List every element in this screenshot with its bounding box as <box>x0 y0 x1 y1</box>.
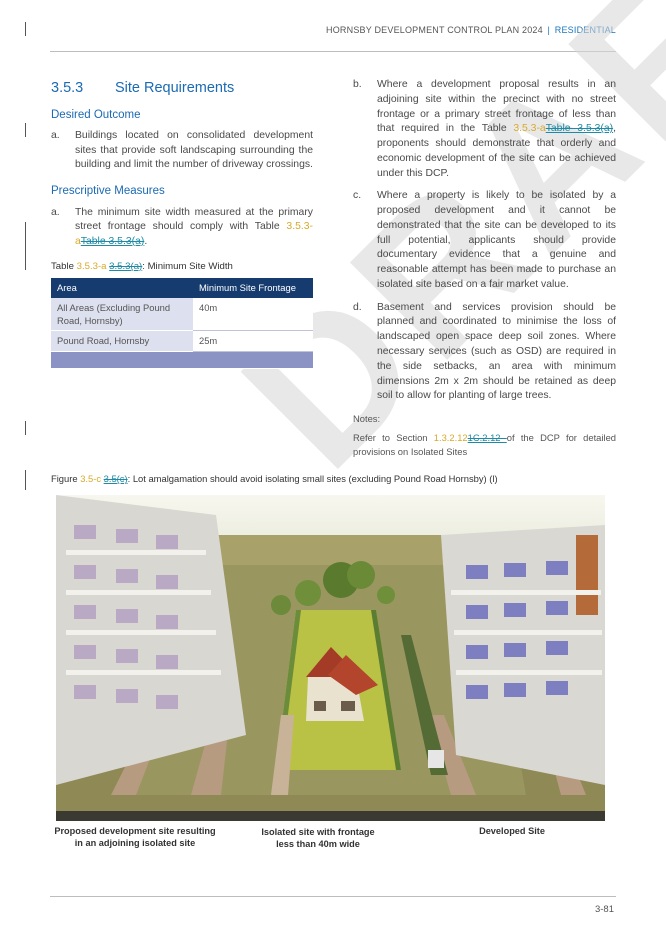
table-caption-prefix: Table <box>51 260 77 272</box>
change-bar <box>25 222 26 270</box>
column-header-area: Area <box>51 278 193 298</box>
item-label: a. <box>51 206 60 218</box>
prescriptive-measures-heading: Prescriptive Measures <box>51 185 165 198</box>
change-bar <box>25 470 26 490</box>
item-label: b. <box>353 79 362 90</box>
desired-outcome-item: a. Buildings located on consolidated dev… <box>51 129 313 173</box>
right-column: b. Where a development proposal results … <box>353 78 616 458</box>
table-header-row: Area Minimum Site Frontage <box>51 278 313 298</box>
notes-heading: Notes: <box>353 413 381 425</box>
table-row: All Areas (Excluding Pound Road, Hornsby… <box>51 297 313 332</box>
inserted-reference: 3.5.3-a <box>513 123 546 135</box>
table-cell-frontage: 25m <box>193 330 313 352</box>
header-section: RESIDENTIAL <box>554 25 616 35</box>
deleted-reference: Table 3.5.3(a) <box>80 236 145 248</box>
section-number: 3.5.3 <box>51 80 84 96</box>
item-text: Where a property is likely to be isolate… <box>377 190 616 290</box>
change-bar <box>25 421 26 435</box>
header-separator: | <box>547 25 551 35</box>
item-text-end: , proponents should demonstrate that ord… <box>377 123 616 179</box>
figure-caption-prefix: Figure <box>51 473 81 484</box>
deleted-reference: Table 3.5.3(a) <box>545 123 614 135</box>
notes: Notes: Refer to Section 1.3.2.121C.2.12 … <box>353 412 616 458</box>
notes-inserted-ref: 1.3.2.12 <box>433 432 468 444</box>
table-caption-inserted: 3.5.3-a <box>76 260 107 272</box>
figure-label-right: Developed Site <box>479 826 545 836</box>
item-text: The minimum site width measured at the p… <box>75 206 313 250</box>
page-header: HORNSBY DEVELOPMENT CONTROL PLAN 2024 | … <box>326 24 616 37</box>
lot-amalgamation-illustration <box>56 495 605 821</box>
table-cell-area: Pound Road, Hornsby <box>51 330 193 352</box>
notes-deleted-ref: 1C.2.12 <box>467 432 507 444</box>
item-label: d. <box>353 301 362 313</box>
table-footer-cell <box>51 351 313 369</box>
item-text: Where a development proposal results in … <box>377 78 616 181</box>
table-row: Pound Road, Hornsby 25m <box>51 330 313 352</box>
item-label: a. <box>51 129 60 141</box>
table-footer-row <box>51 351 313 369</box>
change-bar <box>25 123 26 137</box>
figure-caption: Figure 3.5-c 3.5(c): Lot amalgamation sh… <box>51 472 498 485</box>
item-text-body: The minimum site width measured at the p… <box>75 206 313 233</box>
figure-caption-deleted: 3.5(c) <box>103 473 128 484</box>
left-column: 3.5.3 Site Requirements Desired Outcome … <box>51 78 313 369</box>
item-text-body: Where a development proposal results in … <box>377 79 616 135</box>
table-caption-deleted: 3.5.3(a) <box>109 260 143 272</box>
section-title: Site Requirements <box>115 80 235 96</box>
table-cell-frontage: 40m <box>193 297 313 332</box>
table-caption-suffix: : Minimum Site Width <box>142 260 233 272</box>
minimum-site-width-table: Area Minimum Site Frontage All Areas (Ex… <box>51 278 313 369</box>
change-bar <box>25 22 26 36</box>
notes-prefix: Refer to Section <box>353 432 434 444</box>
item-text: Buildings located on consolidated develo… <box>75 129 313 171</box>
table-cell-area: All Areas (Excluding Pound Road, Hornsby… <box>51 297 193 332</box>
figure-caption-inserted: 3.5-c <box>80 473 102 484</box>
prescriptive-item: a. The minimum site width measured at th… <box>51 206 313 250</box>
column-header-frontage: Minimum Site Frontage <box>193 278 313 298</box>
notes-suffix: of the DCP for detailed provisions on Is… <box>353 432 616 457</box>
page-number: 3-81 <box>594 904 614 915</box>
footer-divider <box>50 896 616 897</box>
notes-text: Refer to Section 1.3.2.121C.2.12 of the … <box>353 431 616 458</box>
item-text: Basement and services provision should b… <box>377 301 616 402</box>
desired-outcome-heading: Desired Outcome <box>51 108 141 121</box>
item-label: c. <box>353 190 362 202</box>
header-divider <box>50 51 616 52</box>
header-title: HORNSBY DEVELOPMENT CONTROL PLAN 2024 <box>326 25 543 35</box>
item-text-end: . <box>144 236 148 248</box>
prescriptive-item-b: b. Where a development proposal results … <box>353 78 616 181</box>
figure-label-middle: Isolated site with frontage less than 40… <box>261 827 375 850</box>
figure-label-left: Proposed development site resulting in a… <box>54 826 216 849</box>
table-caption: Table 3.5.3-a 3.5.3(a): Minimum Site Wid… <box>51 260 313 274</box>
inserted-reference: 3.5.3-a <box>75 221 313 248</box>
figure-caption-suffix: : Lot amalgamation should avoid isolatin… <box>127 473 498 484</box>
section-heading: 3.5.3 Site Requirements <box>51 78 313 99</box>
prescriptive-item-c: c. Where a property is likely to be isol… <box>353 189 616 292</box>
prescriptive-item-d: d. Basement and services provision shoul… <box>353 301 616 404</box>
